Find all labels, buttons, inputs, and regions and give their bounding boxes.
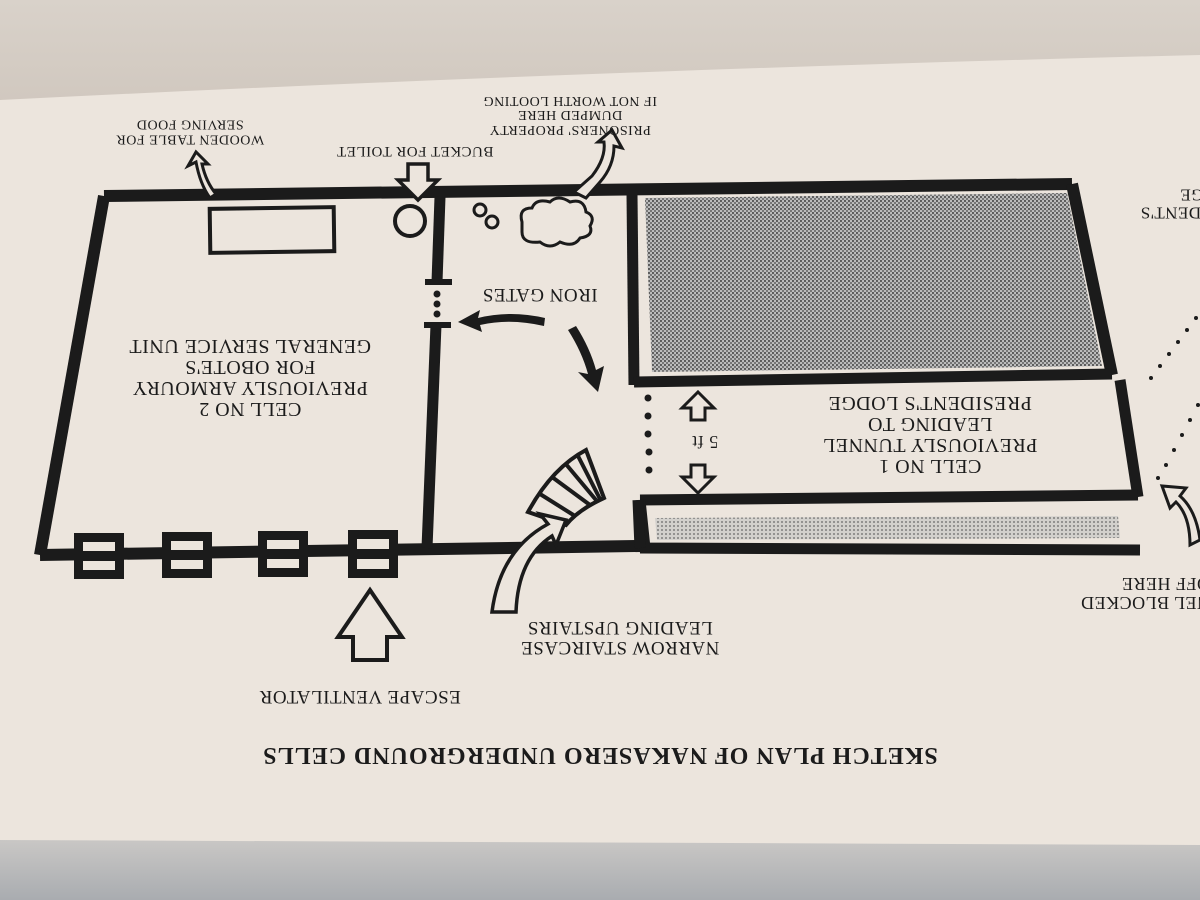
five-ft-text: 5 ft — [691, 431, 719, 452]
lodge-line-1: RESIDENT'S — [1140, 203, 1200, 222]
bucket-label: BUCKET FOR TOILET — [300, 142, 530, 159]
shaded-strip — [655, 516, 1120, 540]
tunnel-blocked-label: NEL BLOCKED OFF HERE — [1060, 574, 1200, 612]
shaded-room — [645, 193, 1102, 372]
cell1-east-wall — [1114, 379, 1144, 498]
wooden-table — [207, 205, 337, 255]
ventilator-1 — [74, 533, 124, 579]
narrow-staircase — [525, 447, 607, 528]
tunnel-blocked-arrow — [1159, 484, 1200, 548]
cell2-label: CELL NO 2 PREVIOUSLY ARMOURY FOR OBOTE'S… — [100, 335, 400, 420]
property-line-3: IF NOT WORTH LOOTING — [483, 92, 657, 108]
escape-ventilators — [74, 530, 398, 579]
west-wall — [34, 194, 110, 557]
escape-ventilator-text: ESCAPE VENTILATOR — [259, 685, 461, 707]
staircase-line-2: LEADING UPSTAIRS — [527, 616, 713, 638]
bucket-for-toilet — [393, 204, 427, 238]
iron-gate-dots — [433, 290, 441, 318]
iron-gates-arrow — [458, 310, 545, 332]
cell1-line-4: PRESIDENT'S LODGE — [828, 392, 1032, 414]
property-line-2: DUMPED HERE — [517, 107, 623, 123]
cell1-line-1: CELL NO 1 — [878, 455, 982, 477]
escape-ventilator-label: ESCAPE VENTILATOR — [220, 685, 500, 707]
wooden-table-line-2: SERVING FOOD — [136, 116, 244, 132]
blocked-line-1: NEL BLOCKED — [1080, 592, 1200, 612]
gate-caps — [424, 279, 452, 328]
escape-ventilator-arrow — [334, 586, 406, 662]
bucket-text: BUCKET FOR TOILET — [336, 142, 494, 159]
ventilator-2 — [162, 532, 212, 578]
arrow-down — [678, 463, 718, 496]
wooden-table-line-1: WOODEN TABLE FOR — [115, 131, 265, 147]
residents-lodge-label: RESIDENT'S LODGE — [1110, 186, 1200, 222]
diagram-title-text: SKETCH PLAN OF NAKASERO UNDERGROUND CELL… — [262, 742, 938, 769]
divider-lower — [421, 324, 442, 549]
wooden-table-label: WOODEN TABLE FOR SERVING FOOD — [80, 116, 300, 147]
blocked-line-2: OFF HERE — [1121, 574, 1200, 594]
cell2-line-1: CELL NO 2 — [198, 398, 302, 420]
prisoners-property-heap — [472, 196, 594, 248]
property-line-1: PRISONERS' PROPERTY — [489, 122, 651, 138]
cell1-label: CELL NO 1 PREVIOUSLY TUNNEL LEADING TO P… — [790, 392, 1070, 477]
cell1-south-wall — [639, 489, 1139, 506]
cell2-line-4: GENERAL SERVICE UNIT — [128, 335, 372, 357]
staircase-label: NARROW STAIRCASE LEADING UPSTAIRS — [470, 616, 770, 658]
corridor-lower-wall — [632, 499, 646, 549]
cell1-line-3: LEADING TO — [867, 413, 993, 435]
east-wall — [1066, 182, 1118, 377]
iron-gates-label: IRON GATES — [470, 283, 610, 305]
lodge-line-2: LODGE — [1179, 186, 1200, 205]
five-ft-label: 5 ft — [680, 431, 730, 452]
arrow-up — [678, 389, 718, 422]
bucket-arrow — [393, 162, 443, 203]
cell2-line-3: FOR OBOTE'S — [184, 356, 316, 378]
corridor-east-wall-upper — [626, 193, 640, 386]
diagram-title: SKETCH PLAN OF NAKASERO UNDERGROUND CELL… — [200, 742, 1000, 769]
cell1-line-2: PREVIOUSLY TUNNEL — [822, 434, 1038, 456]
cell1-north-wall — [633, 368, 1113, 388]
corridor-arrow — [568, 326, 604, 392]
lodge-dotted-line — [1149, 316, 1200, 480]
table-arrow — [184, 149, 219, 201]
ventilator-4 — [348, 530, 398, 578]
five-ft-dotted-line — [644, 394, 653, 474]
iron-gates-text: IRON GATES — [482, 283, 598, 305]
inner-walls — [421, 193, 1144, 556]
property-arrow — [571, 127, 625, 200]
prisoners-property-label: PRISONERS' PROPERTY DUMPED HERE IF NOT W… — [460, 92, 680, 138]
book-edge — [0, 840, 1200, 900]
staircase-line-1: NARROW STAIRCASE — [520, 636, 720, 658]
ventilator-3 — [258, 531, 308, 577]
divider-upper — [431, 196, 446, 283]
staircase-arrow — [490, 511, 569, 614]
cell2-line-2: PREVIOUSLY ARMOURY — [132, 377, 368, 399]
dimension-arrows — [678, 389, 718, 496]
